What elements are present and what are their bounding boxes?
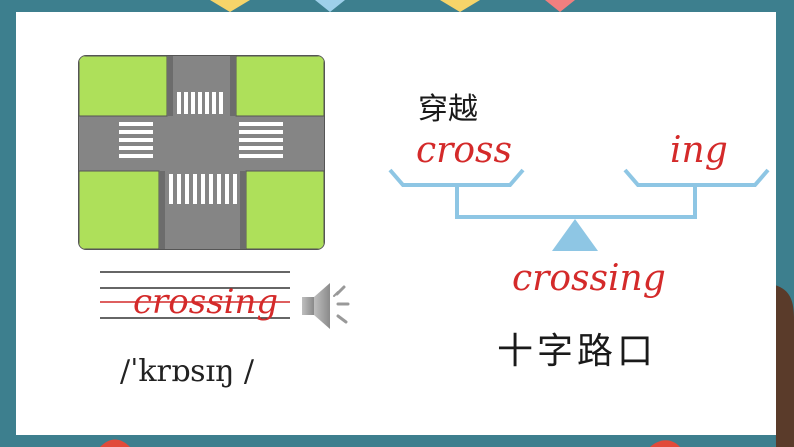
road-intersection-illustration [78, 55, 325, 250]
chinese-gloss-cross: 穿越 [418, 92, 478, 127]
speaker-icon[interactable] [298, 278, 362, 334]
chinese-meaning: 十字路口 [497, 331, 658, 372]
handwriting-word: crossing [133, 282, 279, 322]
balance-scale-diagram [388, 168, 770, 251]
handwriting-lines [100, 271, 290, 319]
word-cross: cross [416, 130, 512, 171]
suffix-ing: ing [670, 130, 728, 171]
phonetic-transcription: /ˈkrɒsɪŋ / [120, 354, 255, 389]
result-word: crossing [512, 258, 666, 299]
